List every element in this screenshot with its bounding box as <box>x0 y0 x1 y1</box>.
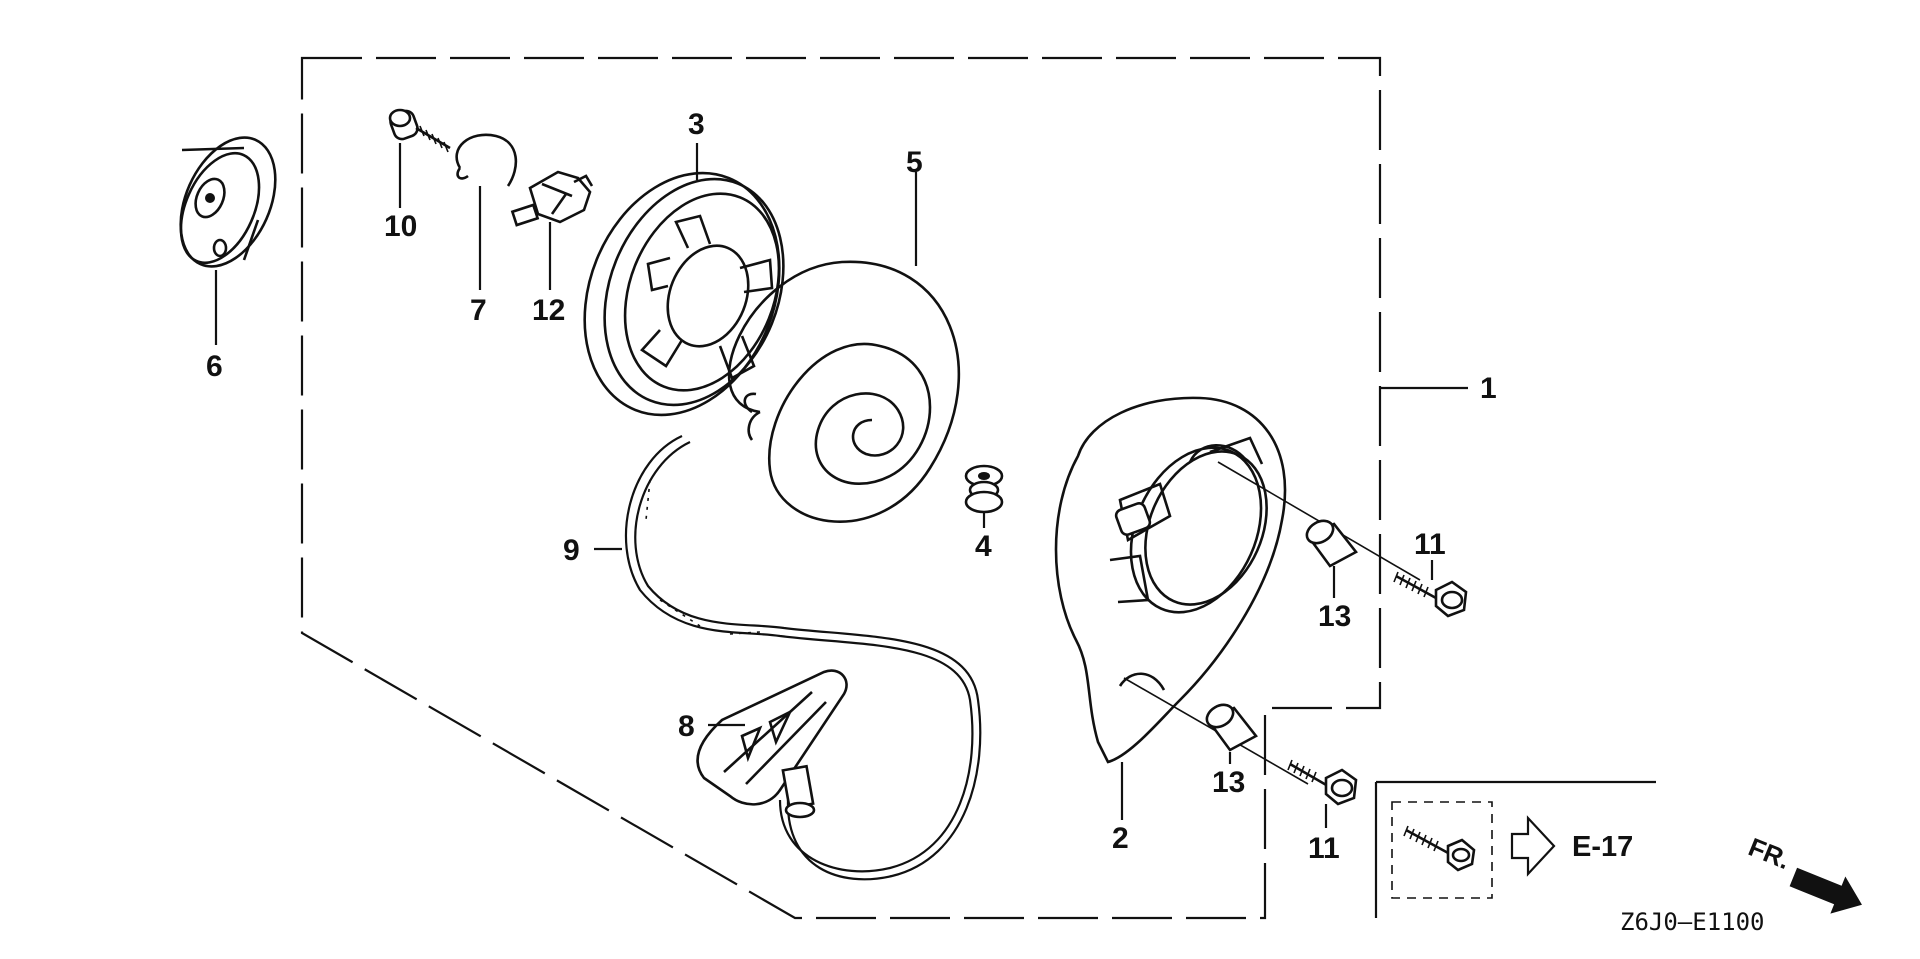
callout-8: 8 <box>678 710 695 743</box>
callout-13-lower: 13 <box>1212 766 1245 799</box>
grommet-icon <box>964 464 1004 514</box>
callout-11-upper: 11 <box>1414 528 1446 561</box>
diagram-code: Z6J0—E1100 <box>1620 908 1765 936</box>
flange-bolt-lower-icon <box>1287 759 1358 806</box>
callout-1: 1 <box>1480 372 1497 405</box>
callout-2: 2 <box>1112 822 1129 855</box>
callout-9: 9 <box>563 534 580 567</box>
flange-bolt-upper-icon <box>1393 571 1468 618</box>
collar-lower-icon <box>1205 703 1258 752</box>
starter-grip-icon <box>696 669 848 819</box>
callout-4: 4 <box>975 530 992 563</box>
reference-label[interactable]: E-17 <box>1572 831 1633 863</box>
collar-upper-icon <box>1305 519 1358 568</box>
reel-icon <box>583 171 785 417</box>
callout-12: 12 <box>532 294 565 327</box>
ratchet-icon <box>510 170 594 227</box>
reel-cover-icon <box>179 136 277 268</box>
front-arrow-icon <box>1789 867 1862 914</box>
return-spring-icon <box>455 133 518 187</box>
callout-10: 10 <box>384 210 417 243</box>
callout-5: 5 <box>906 146 923 179</box>
recoil-spring-icon <box>727 260 961 523</box>
callout-3: 3 <box>688 108 705 141</box>
reference-frame <box>1374 780 1656 918</box>
starter-rope-icon <box>624 435 982 881</box>
front-marker-label: FR. <box>1744 832 1794 876</box>
assembly-boundary <box>300 56 1382 920</box>
callout-13-upper: 13 <box>1318 600 1351 633</box>
reference-arrow-icon <box>1510 815 1556 877</box>
starter-case-icon <box>1054 396 1287 764</box>
callout-6: 6 <box>206 350 223 383</box>
callout-11-lower: 11 <box>1308 832 1340 865</box>
reference-bolt-icon <box>1403 825 1476 872</box>
callout-7: 7 <box>470 294 487 327</box>
screw-icon <box>388 108 451 153</box>
reference-dashed-box <box>1391 801 1493 899</box>
